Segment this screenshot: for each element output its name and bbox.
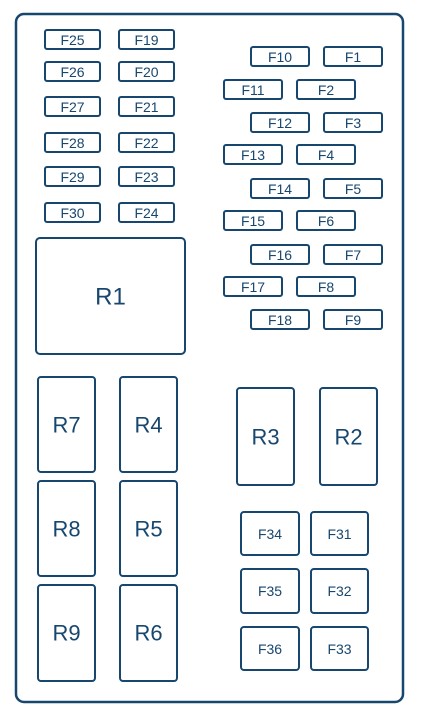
fuse-f24: F24 xyxy=(118,202,175,223)
fuse-label: F5 xyxy=(345,181,362,197)
fuse-f27: F27 xyxy=(44,96,101,117)
relay-r6: R6 xyxy=(119,584,178,682)
fuse-label: F27 xyxy=(60,99,84,115)
relay-r2: R2 xyxy=(319,387,378,486)
fuse-f36: F36 xyxy=(240,626,300,671)
relay-label: R6 xyxy=(134,621,162,646)
fuse-f29: F29 xyxy=(44,166,101,187)
relay-r5: R5 xyxy=(119,480,178,577)
fuse-label: F17 xyxy=(241,279,265,295)
fuse-label: F30 xyxy=(60,205,84,221)
fuse-label: F29 xyxy=(60,169,84,185)
fuse-f10: F10 xyxy=(250,46,310,67)
fuse-f4: F4 xyxy=(296,144,356,165)
fuse-label: F36 xyxy=(258,641,282,657)
relay-r8: R8 xyxy=(37,480,96,577)
fuse-f8: F8 xyxy=(296,276,356,297)
fuse-f33: F33 xyxy=(310,626,369,671)
fuse-f7: F7 xyxy=(323,244,383,265)
fuse-f12: F12 xyxy=(250,112,310,133)
fuse-f1: F1 xyxy=(323,46,383,67)
relay-r9: R9 xyxy=(37,584,96,682)
relay-r3: R3 xyxy=(236,387,295,486)
left-fuse-group: F25 F19 F26 F20 F27 F21 F28 F22 F29 F23 … xyxy=(44,29,175,223)
fuse-f31: F31 xyxy=(310,511,369,556)
fuse-label: F2 xyxy=(318,82,335,98)
fuse-label: F25 xyxy=(60,32,84,48)
fuse-label: F18 xyxy=(268,312,292,328)
fuse-label: F1 xyxy=(345,49,362,65)
fuse-label: F8 xyxy=(318,279,335,295)
fuse-f15: F15 xyxy=(223,210,283,231)
fuse-f6: F6 xyxy=(296,210,356,231)
fuse-f17: F17 xyxy=(223,276,283,297)
fuse-label: F26 xyxy=(60,64,84,80)
fuse-label: F20 xyxy=(134,64,158,80)
relay-r1: R1 xyxy=(35,237,186,355)
fuse-label: F31 xyxy=(327,526,351,542)
fuse-f35: F35 xyxy=(240,568,300,614)
fuse-label: F35 xyxy=(258,583,282,599)
fuse-label: F33 xyxy=(327,641,351,657)
fuse-label: F12 xyxy=(268,115,292,131)
fuse-f21: F21 xyxy=(118,96,175,117)
left-relay-group: R7 R4 R8 R5 R9 R6 xyxy=(37,376,178,682)
relay-label: R3 xyxy=(251,425,279,450)
lower-fuse-group: F34 F31 F35 F32 F36 F33 xyxy=(240,511,369,671)
fuse-f16: F16 xyxy=(250,244,310,265)
fuse-f11: F11 xyxy=(223,79,283,100)
fuse-f30: F30 xyxy=(44,202,101,223)
fuse-f18: F18 xyxy=(250,309,310,330)
fuse-label: F32 xyxy=(327,583,351,599)
fuse-f20: F20 xyxy=(118,61,175,82)
fuse-label: F10 xyxy=(268,49,292,65)
fuse-label: F6 xyxy=(318,213,335,229)
fuse-label: F23 xyxy=(134,169,158,185)
relay-r7: R7 xyxy=(37,376,96,473)
fuse-label: F34 xyxy=(258,526,282,542)
right-relay-group: R3 R2 xyxy=(236,387,378,486)
fuse-label: F24 xyxy=(134,205,158,221)
fuse-f23: F23 xyxy=(118,166,175,187)
fuse-label: F11 xyxy=(241,82,264,98)
fuse-f28: F28 xyxy=(44,132,101,153)
relay-r4: R4 xyxy=(119,376,178,473)
fuse-f13: F13 xyxy=(223,144,283,165)
fuse-label: F3 xyxy=(345,115,362,131)
fuse-f14: F14 xyxy=(250,178,310,199)
fuse-f19: F19 xyxy=(118,29,175,50)
fuse-label: F16 xyxy=(268,247,292,263)
fuse-f5: F5 xyxy=(323,178,383,199)
relay-label: R9 xyxy=(52,621,80,646)
fuse-f2: F2 xyxy=(296,79,356,100)
fuse-f22: F22 xyxy=(118,132,175,153)
fuse-label: F14 xyxy=(268,181,292,197)
fuse-label: F21 xyxy=(134,99,158,115)
right-fuse-group: F10 F1 F11 F2 F12 F3 F13 F4 F14 F5 F15 F… xyxy=(223,46,383,330)
fuse-label: F19 xyxy=(134,32,158,48)
fuse-f34: F34 xyxy=(240,511,300,556)
fuse-f3: F3 xyxy=(323,112,383,133)
fuse-f25: F25 xyxy=(44,29,101,50)
relay-label: R1 xyxy=(95,284,126,311)
relay-label: R7 xyxy=(52,413,80,438)
fuse-label: F13 xyxy=(241,147,265,163)
relay-label: R2 xyxy=(334,425,362,450)
fuse-f26: F26 xyxy=(44,61,101,82)
fuse-label: F9 xyxy=(345,312,362,328)
fuse-f32: F32 xyxy=(310,568,369,614)
fuse-f9: F9 xyxy=(323,309,383,330)
relay-label: R8 xyxy=(52,517,80,542)
fuse-label: F7 xyxy=(345,247,362,263)
fuse-label: F4 xyxy=(318,147,335,163)
relay-label: R5 xyxy=(134,517,162,542)
fuse-label: F28 xyxy=(60,135,84,151)
fuse-label: F22 xyxy=(134,135,158,151)
relay-label: R4 xyxy=(134,413,162,438)
fuse-label: F15 xyxy=(241,213,265,229)
